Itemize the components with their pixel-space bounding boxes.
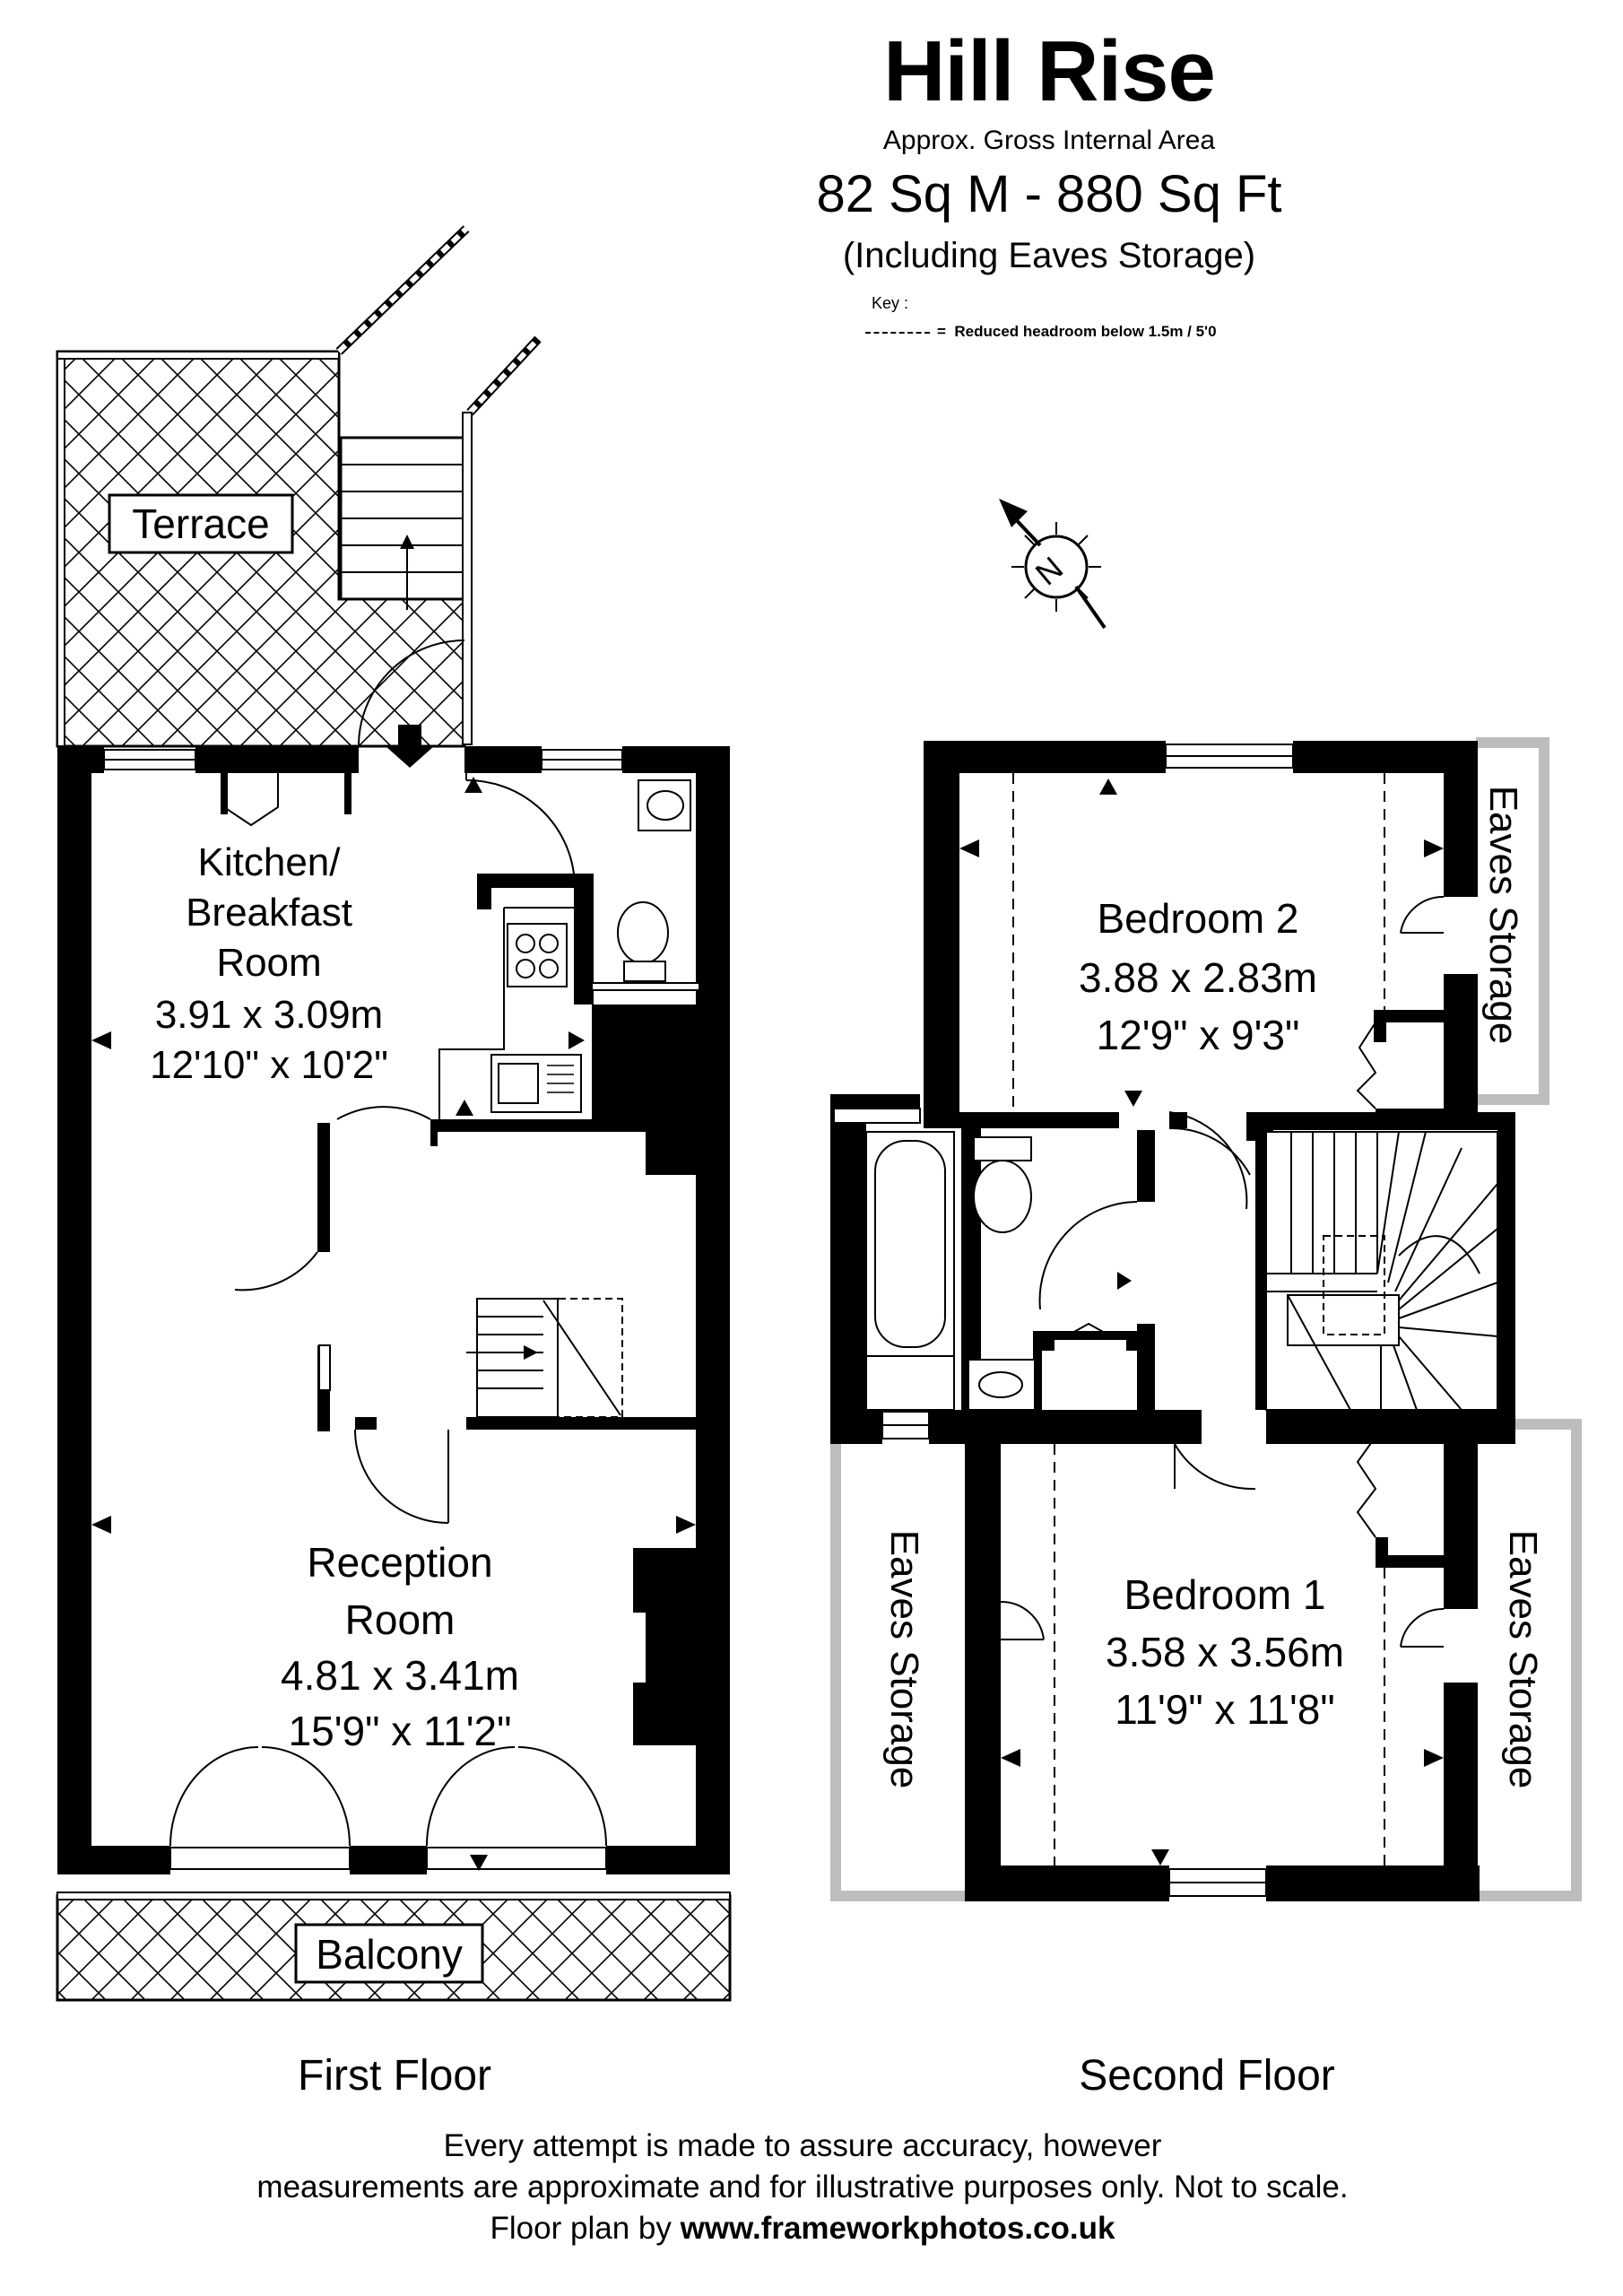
eaves-storage-label-top: Eaves Storage [1481, 786, 1525, 1045]
reception-door-swing [354, 1429, 449, 1524]
key-item-text: Reduced headroom below 1.5m / 5'0 [954, 323, 1217, 340]
bedroom-2-metric: 3.88 x 2.83m [1079, 954, 1317, 1001]
second-floor-walls [830, 741, 1515, 1901]
kitchen-label: Kitchen/ Breakfast Room 3.91 x 3.09m 12'… [150, 840, 388, 1087]
first-floor-plan: Terrace [56, 225, 732, 2100]
first-floor-walls [57, 746, 730, 1874]
kitchen-name-line-1: Kitchen/ [198, 840, 342, 884]
headroom-lines [1012, 773, 1385, 1866]
balcony-label-box [294, 1923, 484, 1984]
disclaimer-prefix: Floor plan by [490, 2211, 681, 2246]
bathroom-toilet-icon [973, 1136, 1032, 1233]
bathroom-door-swing [1038, 1201, 1138, 1310]
disclaimer-line-3: Floor plan by www.frameworkphotos.co.uk [161, 2208, 1444, 2249]
area-note: (Including Eaves Storage) [842, 236, 1256, 275]
second-floor-label: Second Floor [1079, 2052, 1335, 2100]
bedroom-2-door-swing [1168, 1126, 1251, 1176]
kitchen-imperial: 12'10" x 10'2" [150, 1043, 388, 1087]
hall-door-swing [234, 1251, 318, 1292]
key-item: = Reduced headroom below 1.5m / 5'0 [865, 323, 1217, 341]
kitchen-worktop [438, 908, 505, 1121]
kitchen-name-line-3: Room [216, 941, 321, 985]
eaves-storage-label-right: Eaves Storage [1501, 1530, 1545, 1789]
kitchen-metric: 3.91 x 3.09m [155, 993, 383, 1037]
bedroom-1-door-swing [1174, 1443, 1256, 1491]
entrance-arrow-icon [386, 725, 434, 768]
bedroom-2-wardrobe-doors [1356, 1022, 1377, 1109]
toilet-icon [617, 901, 669, 982]
page-title: Hill Rise [883, 23, 1216, 119]
area-subtitle: Approx. Gross Internal Area [882, 126, 1216, 155]
terrace-railing-left [56, 351, 65, 747]
eaves-storage-label-left: Eaves Storage [882, 1530, 926, 1789]
key-equals: = [937, 323, 955, 340]
entrance-door-swing [358, 639, 465, 747]
bedroom-1-wardrobe-doors [1356, 1436, 1377, 1538]
external-stairs [339, 412, 473, 745]
disclaimer-line-2: measurements are approximate and for ill… [256, 2170, 1349, 2205]
reception-label: Reception Room 4.81 x 3.41m 15'9" x 11'2… [281, 1539, 519, 1754]
dashed-line-icon [865, 331, 930, 334]
bedroom-1-imperial: 11'9" x 11'8" [1115, 1686, 1334, 1733]
balcony-label: Balcony [316, 1931, 463, 1978]
disclaimer: Every attempt is made to assure accuracy… [161, 2126, 1444, 2249]
second-floor-plan: Bedroom 2 3.88 x 2.83m 12'9" x 9'3" Bedr… [830, 737, 1582, 2100]
reception-metric: 4.81 x 3.41m [281, 1652, 519, 1699]
eaves-storage-walls [830, 737, 1582, 1901]
gross-area: 82 Sq M - 880 Sq Ft [816, 165, 1282, 223]
disclaimer-line-1: Every attempt is made to assure accuracy… [443, 2128, 1162, 2163]
hob-icon [507, 923, 568, 987]
first-floor-label: First Floor [298, 2052, 491, 2100]
bedroom-2-name: Bedroom 2 [1097, 895, 1298, 942]
sink-icon [490, 1054, 582, 1113]
bathroom-window [833, 1108, 921, 1124]
bedroom-1-label: Bedroom 1 3.58 x 3.56m 11'9" x 11'8" [1106, 1571, 1344, 1733]
website-link[interactable]: www.frameworkphotos.co.uk [680, 2211, 1115, 2246]
terrace-railing-top [56, 351, 340, 360]
french-doors [169, 1746, 607, 1871]
north-arrow-icon: N [999, 499, 1107, 630]
internal-stairs [466, 1298, 623, 1418]
kitchen-name-line-2: Breakfast [186, 891, 352, 935]
terrace-label: Terrace [132, 500, 269, 547]
terrace-label-box [108, 493, 294, 554]
reception-name-line-1: Reception [307, 1539, 492, 1586]
bedroom-2-imperial: 12'9" x 9'3" [1097, 1012, 1300, 1058]
bedroom-1-metric: 3.58 x 3.56m [1106, 1629, 1344, 1675]
bedroom-2-label: Bedroom 2 3.88 x 2.83m 12'9" x 9'3" [1079, 895, 1317, 1058]
bath-icon [865, 1131, 955, 1357]
bathroom-basin-icon [968, 1359, 1036, 1411]
bedroom-1-name: Bedroom 1 [1124, 1571, 1325, 1618]
reception-name-line-2: Room [345, 1596, 456, 1643]
second-floor-stairs [1265, 1131, 1498, 1411]
key-label: Key : [872, 294, 909, 312]
reception-imperial: 15'9" x 11'2" [289, 1708, 512, 1754]
